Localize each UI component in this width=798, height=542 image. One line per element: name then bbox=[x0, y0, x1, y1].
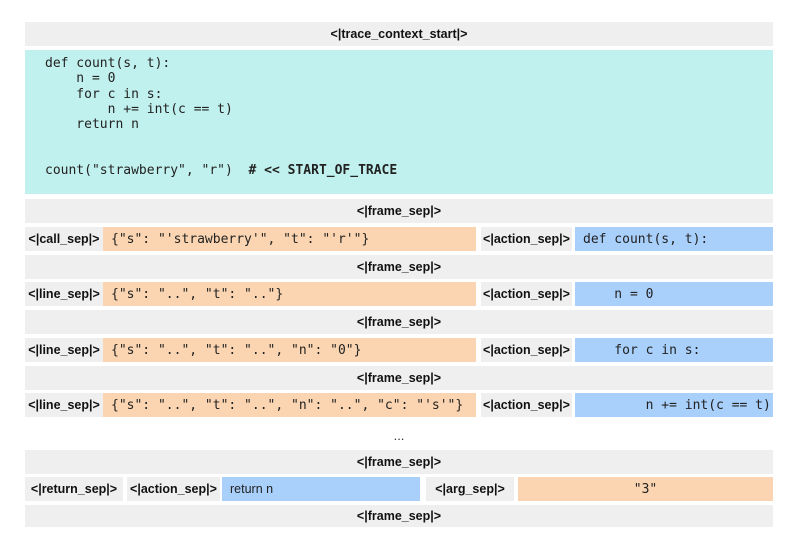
frame-sep-token: <|frame_sep|> bbox=[25, 450, 773, 474]
call-sep-token: <|call_sep|> bbox=[25, 227, 103, 251]
arg-sep-token: <|arg_sep|> bbox=[426, 477, 514, 501]
return-value: "3" bbox=[518, 477, 773, 501]
call-line: count("strawberry", "r") # << START_OF_T… bbox=[45, 163, 753, 178]
line-sep-token: <|line_sep|> bbox=[25, 282, 103, 306]
frame-sep-token: <|frame_sep|> bbox=[25, 505, 773, 527]
frame-state: {"s": "..", "t": "..", "n": "..", "c": "… bbox=[103, 393, 476, 417]
frame-state: {"s": "'strawberry'", "t": "'r'"} bbox=[103, 227, 476, 251]
code-line bbox=[45, 132, 753, 147]
code-line: return n bbox=[45, 117, 139, 133]
line-sep-token: <|line_sep|> bbox=[25, 393, 103, 417]
frame-action: n = 0 bbox=[575, 282, 773, 306]
frame-state: {"s": "..", "t": "..", "n": "0"} bbox=[103, 338, 476, 362]
call-expression: count("strawberry", "r") bbox=[45, 163, 249, 179]
frame-action: def count(s, t): bbox=[575, 227, 773, 251]
frame-action: for c in s: bbox=[575, 338, 773, 362]
frame-action: n += int(c == t) bbox=[575, 393, 773, 417]
action-sep-token: <|action_sep|> bbox=[481, 393, 572, 417]
code-line: for c in s: bbox=[45, 86, 163, 102]
return-sep-token: <|return_sep|> bbox=[25, 477, 123, 501]
action-sep-token: <|action_sep|> bbox=[481, 227, 572, 251]
ellipsis: ... bbox=[393, 427, 405, 443]
frame-sep-token: <|frame_sep|> bbox=[25, 366, 773, 390]
code-line bbox=[45, 148, 753, 163]
action-sep-token: <|action_sep|> bbox=[127, 477, 220, 501]
start-of-trace-marker: # << START_OF_TRACE bbox=[248, 163, 398, 179]
frame-sep-token: <|frame_sep|> bbox=[25, 310, 773, 334]
action-sep-token: <|action_sep|> bbox=[481, 338, 572, 362]
code-line: n = 0 bbox=[45, 71, 116, 87]
frame-state: {"s": "..", "t": ".."} bbox=[103, 282, 476, 306]
code-block: def count(s, t): n = 0 for c in s: n += … bbox=[25, 50, 773, 194]
return-action: return n bbox=[222, 477, 420, 501]
code-line: n += int(c == t) bbox=[45, 101, 233, 117]
trace-context-start-token: <|trace_context_start|> bbox=[25, 22, 773, 46]
frame-sep-token: <|frame_sep|> bbox=[25, 255, 773, 279]
line-sep-token: <|line_sep|> bbox=[25, 338, 103, 362]
frame-sep-token: <|frame_sep|> bbox=[25, 199, 773, 223]
code-line: def count(s, t): bbox=[45, 56, 171, 71]
action-sep-token: <|action_sep|> bbox=[481, 282, 572, 306]
